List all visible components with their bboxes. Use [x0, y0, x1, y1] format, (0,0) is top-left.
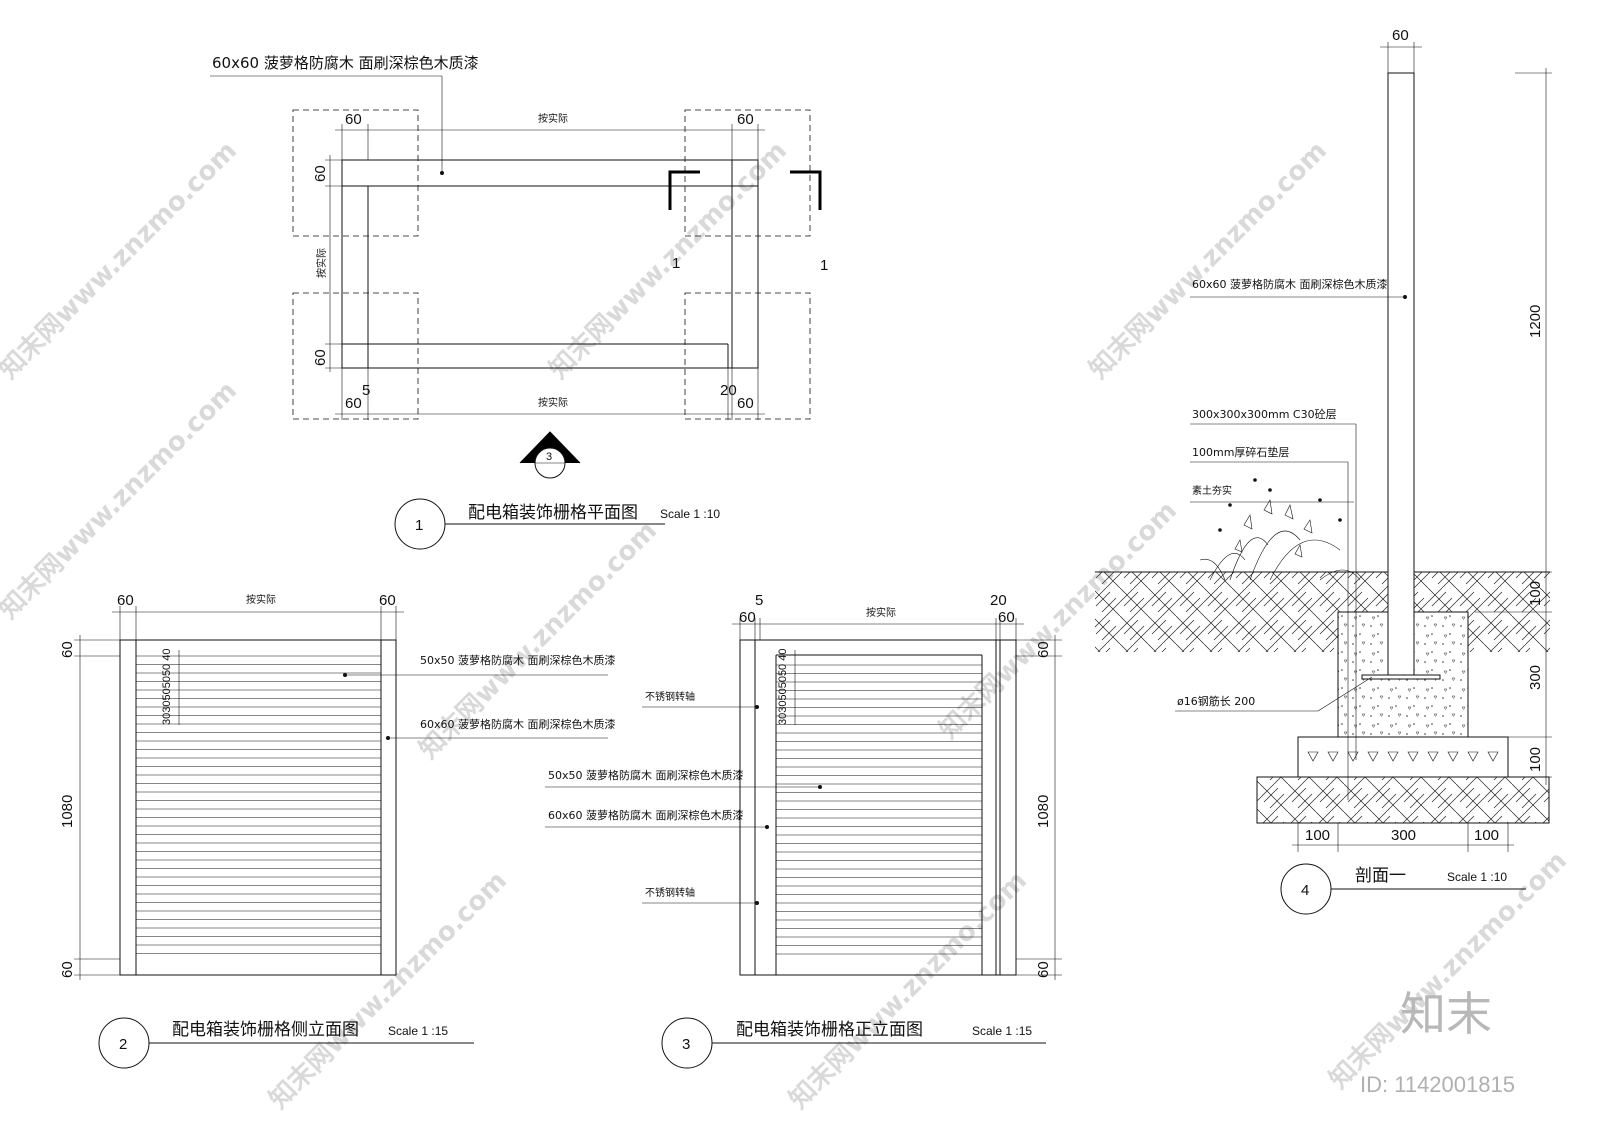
as-built-label: 按实际 — [246, 593, 276, 606]
watermark-text: 知末网www.znzmo.com — [0, 136, 243, 385]
dim-label: 60 — [737, 395, 754, 412]
watermark-text: 知末网www.znzmo.com — [544, 136, 793, 385]
gravel-symbol — [1367, 751, 1379, 762]
dim-label: 60 — [1035, 641, 1052, 658]
dim-label: 100 — [1527, 747, 1544, 772]
section-mark-label: 1 — [820, 257, 828, 274]
view-scale: Scale 1 :10 — [660, 507, 720, 521]
slat-spacing-label: 3030505050 40 — [161, 649, 173, 725]
material-note: 300x300x300mm C30砼层 — [1192, 408, 1337, 421]
slat-group — [136, 655, 381, 954]
as-built-label: 按实际 — [538, 396, 568, 409]
watermark-text: 知末网www.znzmo.com — [264, 866, 513, 1115]
dim-label: 60 — [59, 641, 76, 658]
dim-label: 100 — [1305, 827, 1330, 844]
as-built-label: 按实际 — [538, 112, 568, 125]
material-note: 60x60 菠萝格防腐木 面刷深棕色木质漆 — [548, 808, 744, 822]
dim-label: 1080 — [1035, 795, 1052, 828]
slat-group — [776, 664, 982, 955]
dim-label: 60 — [345, 395, 362, 412]
dim-label: 20 — [720, 382, 737, 399]
dim-label: 60 — [117, 592, 134, 609]
view-number: 2 — [119, 1036, 127, 1053]
gravel-symbols — [1307, 751, 1499, 762]
view-scale: Scale 1 :15 — [972, 1024, 1032, 1038]
dim-label: 1080 — [59, 795, 76, 828]
plan-note: 60x60 菠萝格防腐木 面刷深棕色木质漆 — [212, 54, 479, 72]
dim-label: 60 — [739, 609, 756, 626]
material-note: 60x60 菠萝格防腐木 面刷深棕色木质漆 — [1192, 277, 1388, 291]
dim-label: 5 — [362, 382, 370, 399]
material-note: ø16钢筋长 200 — [1177, 694, 1255, 708]
view-number: 1 — [415, 517, 423, 534]
section-mark-label: 1 — [672, 255, 680, 272]
dim-label: 60 — [1035, 961, 1052, 978]
hinge-note: 不锈钢转轴 — [645, 690, 695, 703]
dim-label: 5 — [755, 592, 763, 609]
side-elevation: 60 60 按实际 60 1080 60 3030505050 40 50x50… — [59, 592, 616, 1069]
gravel-symbol — [1427, 751, 1439, 762]
dim-label: 1200 — [1527, 305, 1544, 338]
dim-label: 100 — [1527, 581, 1544, 606]
gravel-symbol — [1447, 751, 1459, 762]
gravel-symbol — [1387, 751, 1399, 762]
dim-label: 60 — [312, 165, 329, 182]
view-scale: Scale 1 :10 — [1447, 870, 1507, 884]
view-scale: Scale 1 :15 — [388, 1024, 448, 1038]
view-title: 剖面一 — [1355, 866, 1406, 886]
dim-label: 60 — [59, 961, 76, 978]
ref-number: 3 — [546, 451, 552, 463]
dim-label: 300 — [1527, 665, 1544, 690]
view-title: 配电箱装饰栅格侧立面图 — [172, 1020, 359, 1040]
gravel-symbol — [1487, 751, 1499, 762]
shrub-illustration — [1199, 478, 1361, 581]
brand-watermark: 知末 — [1400, 987, 1492, 1041]
front-elevation: 60 5 20 60 按实际 60 1080 60 3030505050 40 … — [545, 592, 1062, 1069]
dim-label: 300 — [1391, 827, 1416, 844]
material-note: 素土夯实 — [1192, 484, 1232, 497]
slat-spacing-label: 3030505050 40 — [777, 649, 789, 725]
dim-label: 60 — [379, 592, 396, 609]
material-note: 50x50 菠萝格防腐木 面刷深棕色木质漆 — [548, 768, 744, 782]
watermark-text: 知末网www.znzmo.com — [1084, 136, 1333, 385]
gravel-symbol — [1467, 751, 1479, 762]
dim-label: 60 — [737, 111, 754, 128]
view-number: 4 — [1301, 882, 1309, 899]
hinge-note: 不锈钢转轴 — [645, 886, 695, 899]
view-title: 配电箱装饰栅格平面图 — [468, 503, 638, 523]
id-watermark: ID: 1142001815 — [1360, 1072, 1515, 1097]
as-built-label: 按实际 — [315, 248, 328, 278]
as-built-label: 按实际 — [866, 606, 896, 619]
section-view: 60 1200 100 300 100 100 300 100 60x60 菠萝… — [1095, 27, 1552, 915]
material-note: 100mm厚碎石垫层 — [1192, 445, 1289, 459]
dim-label: 60 — [1392, 27, 1409, 44]
watermark-text: 知末网www.znzmo.com — [0, 376, 243, 625]
gravel-symbol — [1327, 751, 1339, 762]
gravel-symbol — [1407, 751, 1419, 762]
dim-label: 20 — [990, 592, 1007, 609]
plan-view: 1 1 60 60 按实际 60 5 20 60 按实际 60 60 按实际 — [210, 54, 828, 550]
view-title: 配电箱装饰栅格正立面图 — [736, 1020, 923, 1040]
material-note: 50x50 菠萝格防腐木 面刷深棕色木质漆 — [420, 653, 616, 667]
dim-label: 60 — [998, 609, 1015, 626]
gravel-symbol — [1307, 751, 1319, 762]
gravel-symbol — [1347, 751, 1359, 762]
dim-label: 60 — [312, 349, 329, 366]
material-note: 60x60 菠萝格防腐木 面刷深棕色木质漆 — [420, 717, 616, 731]
view-number: 3 — [682, 1036, 690, 1053]
dim-label: 60 — [345, 111, 362, 128]
dim-label: 100 — [1474, 827, 1499, 844]
